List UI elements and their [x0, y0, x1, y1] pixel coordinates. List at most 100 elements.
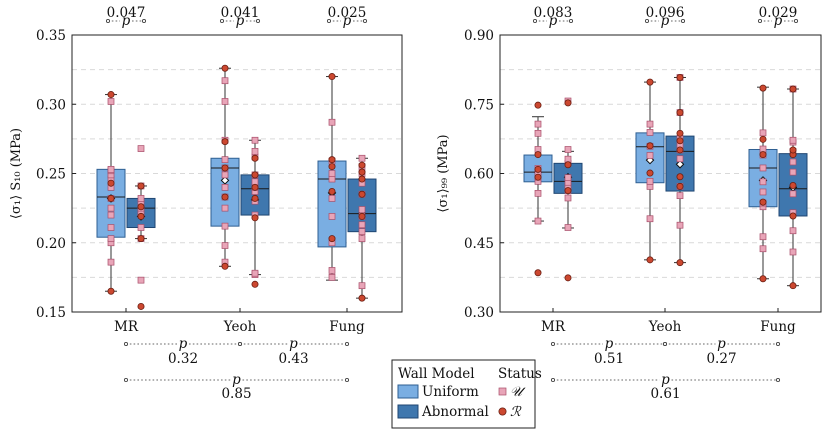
- bottom-p-bracket: p0.43: [237, 336, 350, 367]
- point-uniform-status: [676, 192, 684, 200]
- point-uniform-status: [107, 204, 115, 212]
- top-p-value: 0.096: [646, 5, 685, 21]
- bottom-p-bracket: p0.32: [123, 336, 243, 367]
- point-r-status: [676, 259, 684, 267]
- y-tick-label: 0.60: [464, 167, 494, 183]
- point-uniform-status: [221, 156, 229, 163]
- point-r-status: [789, 182, 797, 190]
- point-r-status: [676, 129, 684, 137]
- point-r-status: [759, 151, 767, 159]
- top-p-value: 0.047: [107, 5, 146, 21]
- x-category-label: MR: [114, 319, 139, 335]
- point-r-status: [789, 146, 797, 154]
- bottom-p-value: 0.51: [594, 351, 624, 367]
- point-uniform-status: [107, 258, 115, 266]
- point-r-status: [137, 302, 145, 310]
- point-r-status: [789, 212, 797, 220]
- legend-label-u: 𝒰: [510, 384, 526, 400]
- point-uniform-status: [646, 215, 654, 223]
- bottom-p-value: 0.27: [706, 351, 736, 367]
- bracket-end: [644, 18, 650, 24]
- point-r-status: [534, 151, 542, 159]
- point-uniform-status: [251, 269, 259, 277]
- point-uniform-status: [251, 136, 259, 144]
- bottom-p-value: 0.61: [650, 386, 680, 402]
- bracket-end: [105, 18, 111, 24]
- x-category-label: Yeoh: [648, 319, 682, 335]
- top-p-value: 0.083: [534, 5, 573, 21]
- point-uniform-status: [221, 184, 229, 191]
- point-uniform-status: [646, 177, 654, 185]
- p-label: p: [236, 13, 245, 29]
- point-uniform-status: [789, 248, 797, 256]
- point-r-status: [676, 146, 684, 154]
- legend-marker-u: [498, 387, 507, 396]
- point-r-status: [358, 294, 366, 302]
- point-r-status: [328, 156, 336, 164]
- point-uniform-status: [759, 233, 767, 241]
- point-r-status: [328, 163, 336, 171]
- p-label: p: [774, 13, 783, 29]
- point-uniform-status: [789, 136, 797, 144]
- point-r-status: [221, 262, 229, 270]
- legend-label-r: ℛ: [510, 404, 522, 420]
- point-uniform-status: [221, 171, 229, 179]
- point-r-status: [534, 173, 542, 181]
- point-uniform-status: [107, 211, 115, 219]
- point-r-status: [251, 214, 259, 222]
- bottom-p-bracket: p0.61: [550, 372, 781, 402]
- plot-frame: [71, 34, 403, 313]
- point-r-status: [676, 173, 684, 181]
- point-r-status: [251, 280, 259, 288]
- y-tick-label: 0.45: [464, 236, 494, 252]
- point-uniform-status: [646, 152, 654, 159]
- bracket-end: [568, 18, 574, 24]
- point-uniform-status: [534, 217, 542, 225]
- point-uniform-status: [534, 120, 542, 128]
- mean-marker: [675, 159, 685, 169]
- point-r-status: [137, 203, 145, 211]
- plot-frame: [499, 34, 822, 313]
- y-axis-label: ⟨σ₁⟩ S₁₀ (MPa): [9, 128, 24, 219]
- top-p-value: 0.025: [328, 5, 367, 21]
- p-label: p: [661, 13, 670, 29]
- bracket-end: [344, 377, 350, 383]
- x-category-label: MR: [541, 319, 566, 335]
- point-uniform-status: [221, 77, 229, 85]
- bottom-p-value: 0.85: [221, 386, 251, 402]
- p-label: p: [549, 13, 558, 29]
- y-tick-label: 0.35: [36, 28, 66, 44]
- bracket-end: [532, 18, 538, 24]
- point-r-status: [328, 188, 336, 196]
- point-uniform-status: [221, 204, 229, 212]
- bottom-p-value: 0.32: [168, 351, 198, 367]
- point-r-status: [107, 287, 115, 295]
- point-r-status: [328, 73, 336, 81]
- p-label: p: [661, 372, 670, 388]
- point-uniform-status: [251, 147, 259, 155]
- point-r-status: [646, 256, 654, 264]
- point-uniform-status: [328, 195, 336, 202]
- point-r-status: [107, 179, 115, 187]
- point-uniform-status: [759, 164, 767, 172]
- point-uniform-status: [328, 118, 336, 126]
- legend-title-wall-model: Wall Model: [398, 366, 475, 382]
- point-r-status: [676, 137, 684, 145]
- point-uniform-status: [137, 224, 145, 231]
- point-uniform-status: [137, 145, 145, 152]
- point-uniform-status: [759, 178, 767, 186]
- point-r-status: [534, 269, 542, 277]
- y-tick-label: 0.30: [464, 305, 494, 321]
- point-r-status: [221, 138, 229, 146]
- legend-marker-r: [498, 407, 507, 416]
- point-uniform-status: [221, 222, 229, 230]
- bracket-end: [219, 18, 225, 24]
- bracket-end: [123, 377, 129, 383]
- p-label: p: [122, 13, 131, 29]
